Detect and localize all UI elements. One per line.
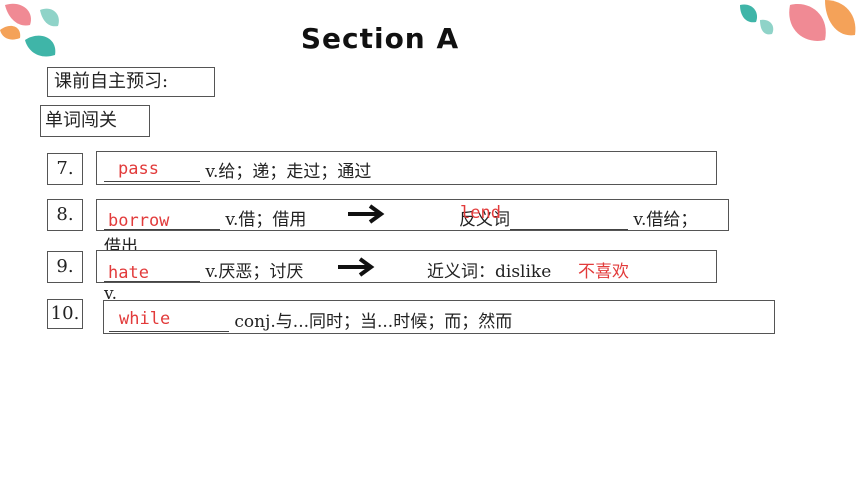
vocab-label: 单词闯关 — [45, 110, 117, 131]
related-label: 反义词 — [459, 210, 510, 230]
item-content: borrow v.借；借用 — [104, 205, 307, 231]
related-label: 近义词：dislike — [427, 262, 552, 282]
answer-blank[interactable]: while — [109, 309, 229, 332]
item-number: 7. — [56, 158, 74, 179]
definition-text: v.给；递；走过；通过 — [205, 162, 372, 182]
page-title: Section A — [300, 22, 460, 55]
related-answer-text: 不喜欢 — [578, 262, 629, 282]
arrow-right-icon — [338, 257, 375, 277]
item-content: hate v.厌恶；讨厌 — [104, 257, 304, 283]
item-content: while conj.与...同时；当...时候；而；然而 — [109, 307, 512, 332]
item-number-box: 7. — [47, 153, 83, 185]
related-definition: v.借给； — [633, 210, 698, 230]
answer-text: hate — [108, 263, 149, 283]
related-answer-blank[interactable]: lend — [460, 203, 628, 230]
answer-blank[interactable]: hate — [104, 263, 200, 283]
item-number: 8. — [56, 204, 74, 225]
related-content: 近义词：dislike — [427, 257, 551, 282]
vocab-label-box: 单词闯关 — [40, 105, 150, 137]
item-row — [96, 151, 717, 185]
item-number-box: 8. — [47, 199, 83, 231]
definition-text: conj.与...同时；当...时候；而；然而 — [234, 312, 513, 332]
item-number-box: 10. — [47, 299, 83, 329]
item-row — [96, 250, 717, 283]
related-answer-text: lend — [460, 203, 501, 223]
answer-blank[interactable]: borrow — [104, 211, 220, 231]
definition-text: v.借；借用 — [225, 210, 307, 230]
preview-label-box: 课前自主预习: — [47, 67, 215, 97]
definition-text: v.厌恶；讨厌 — [205, 262, 304, 282]
leaf-decoration-top-right-icon — [740, 0, 856, 41]
arrow-right-icon — [348, 204, 385, 224]
answer-blank[interactable]: pass — [104, 159, 200, 182]
item-content: pass v.给；递；走过；通过 — [104, 157, 371, 182]
item-row — [96, 199, 729, 231]
item-number-box: 9. — [47, 251, 83, 283]
item-number: 10. — [50, 303, 80, 324]
answer-text: pass — [118, 159, 159, 179]
item-number: 9. — [56, 256, 74, 277]
item-row — [103, 300, 775, 334]
answer-text: while — [119, 309, 171, 329]
answer-text: borrow — [108, 211, 170, 231]
leaf-decoration-top-left-icon — [0, 3, 59, 57]
preview-label: 课前自主预习: — [54, 71, 169, 92]
related-content: 反义词 lend v.借给； — [459, 203, 698, 230]
